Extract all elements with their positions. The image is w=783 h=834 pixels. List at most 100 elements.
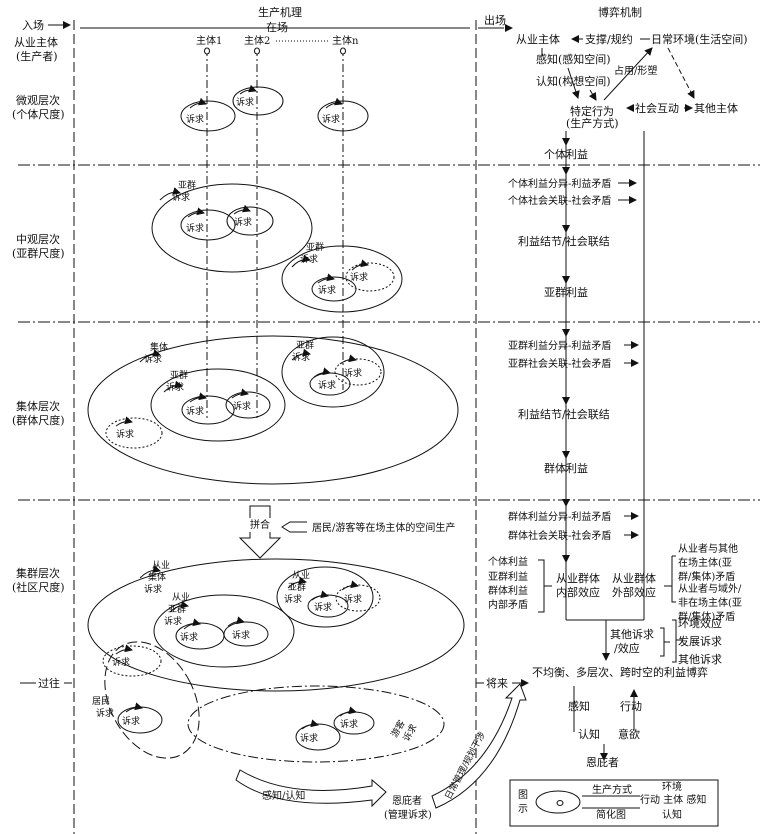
pro-subgroup-2a: 从业 (292, 570, 310, 581)
appeal-micro-1: 诉求 (186, 113, 204, 125)
collective-sub: (群体尺度) (12, 413, 65, 427)
actor-sub: (生产者) (16, 49, 58, 63)
pro-subgroup-1b: 亚群 (168, 603, 186, 615)
pro-subgroup-2b: 亚群 (288, 581, 306, 593)
collective-appeal-b: 诉求 (144, 353, 162, 365)
subgroup-appeal-4b: 诉求 (292, 351, 310, 363)
step-2: 个体社会关联-社会矛盾 (508, 194, 611, 207)
right-behavior: 特定行为 (570, 104, 614, 118)
dev-appeal: 发展诉求 (678, 634, 722, 648)
step-7: 利益结节/社会联结 (518, 407, 610, 421)
community-level (87, 558, 465, 763)
community-label: 集群层次 (16, 566, 60, 580)
appeal-col-4: 诉求 (318, 379, 336, 391)
legend-env: 环境 (662, 780, 682, 793)
ext-a-2: 在场主体(亚 (678, 556, 732, 569)
legend-title-2: 示 (518, 804, 528, 815)
step-4: 亚群利益 (544, 285, 588, 299)
subgroup-appeal-1b: 诉求 (172, 191, 190, 203)
ext-b-3: 群/集体)矛盾 (678, 610, 735, 623)
pro-collective-b: 集体 (148, 571, 166, 583)
subgroup-appeal-1a: 亚群 (178, 179, 196, 191)
subgroup-appeal-2b: 诉求 (300, 253, 318, 265)
appeal-micro-2: 诉求 (236, 96, 254, 108)
right-behavior-sub: (生产方式) (566, 116, 619, 130)
external-effect-sub: 外部效应 (612, 585, 656, 599)
internal-2: 亚群利益 (488, 570, 528, 583)
right-support: 支撑/规约 (585, 32, 633, 46)
appeal-micro-n: 诉求 (322, 113, 340, 125)
appeal-col-1: 诉求 (186, 405, 204, 417)
legend-simplified: 简化图 (596, 808, 626, 821)
appeal-com-1: 诉求 (180, 631, 198, 643)
micro-level (180, 84, 369, 132)
header: 入场 生产机理 在场 出场 博弈机制 (22, 5, 642, 34)
merge-label: 拼合 (250, 518, 270, 531)
subjects: 主体1 主体2 主体n (196, 35, 359, 418)
right-act: 行动 (620, 700, 642, 713)
pro-collective-a: 从业 (152, 560, 170, 571)
right-daily-env: 日常环境(生活空间) (651, 32, 748, 46)
external-effect: 从业群体 (612, 571, 656, 585)
pro-subgroup-1c: 诉求 (164, 615, 182, 627)
step-10: 群体社会关联-社会矛盾 (508, 529, 611, 542)
past-label: 过往 (38, 676, 60, 690)
legend-cognition: 认知 (662, 808, 682, 821)
resident-a: 居民 (92, 696, 110, 707)
right-social: 社会互动 (635, 101, 679, 115)
right-others: 其他主体 (694, 101, 738, 115)
right-actor: 从业主体 (516, 32, 560, 46)
right-perception: 感知(感知空间) (536, 52, 611, 66)
exit-label: 出场 (484, 13, 506, 27)
game-mechanism: 从业主体 支撑/规约 日常环境(生活空间) 感知(感知空间) 认知(构想空间) … (488, 32, 748, 769)
subgroup-appeal-4a: 亚群 (296, 339, 314, 351)
level-dividers (18, 164, 760, 501)
right-occupy: 占用/形塑 (614, 64, 657, 77)
appeal-meso-2: 诉求 (234, 216, 252, 228)
step-5: 亚群利益分异-利益矛盾 (508, 339, 611, 352)
ext-a-1: 从业者与其他 (678, 542, 738, 555)
meso-sub: (亚群尺度) (12, 246, 65, 260)
column-dividers (73, 20, 477, 834)
appeal-com-5: 诉求 (112, 656, 130, 668)
ext-a-3: 群/集体)矛盾 (678, 570, 735, 583)
pro-subgroup-2c: 诉求 (284, 593, 302, 605)
appeal-tourist-1: 诉求 (300, 732, 318, 744)
micro-sub: (个体尺度) (12, 107, 65, 121)
appeal-tourist-2: 诉求 (340, 718, 358, 730)
appeal-meso-1: 诉求 (186, 222, 204, 234)
collective-level (87, 335, 459, 485)
collective-appeal-a: 集体 (150, 341, 168, 353)
right-patron: 恩庇者 (586, 755, 619, 769)
step-3: 利益结节/社会联结 (518, 234, 610, 248)
imbalance: 不均衡、多层次、跨时空的利益博弈 (532, 665, 708, 679)
meso-label: 中观层次 (16, 232, 60, 246)
internal-1: 个体利益 (488, 555, 528, 568)
internal-effect-sub: 内部效应 (556, 585, 600, 599)
legend: 图 示 生产方式 简化图 环境 行动 主体 感知 认知 (509, 779, 719, 827)
step-0: 个体利益 (544, 147, 588, 161)
meso-level (151, 183, 403, 313)
subject-2: 主体2 (244, 35, 270, 47)
internal-effect: 从业群体 (556, 571, 600, 585)
legend-mode: 生产方式 (592, 783, 632, 796)
other-effects-sub: /效应 (614, 641, 640, 655)
appeal-com-4: 诉求 (344, 593, 362, 605)
env-effect: 环境效应 (678, 616, 722, 630)
enter-label: 入场 (22, 18, 44, 32)
appeal-col-2: 诉求 (233, 400, 251, 412)
collective-label: 集体层次 (16, 399, 60, 413)
step-9: 群体利益分异-利益矛盾 (508, 510, 611, 523)
step-8: 群体利益 (544, 461, 588, 475)
other-effects: 其他诉求 (610, 628, 654, 641)
other-appeal: 其他诉求 (678, 653, 722, 666)
governor: 恩庇者 (392, 794, 422, 807)
appeal-resident: 诉求 (122, 715, 140, 727)
actor-label: 从业主体 (14, 35, 58, 49)
micro-label: 微观层次 (16, 93, 60, 107)
step-6: 亚群社会关联-社会矛盾 (508, 357, 611, 370)
appeal-com-3: 诉求 (314, 601, 332, 613)
legend-actor: 行动 主体 感知 (640, 793, 706, 806)
appeal-col-3: 诉求 (116, 428, 134, 440)
